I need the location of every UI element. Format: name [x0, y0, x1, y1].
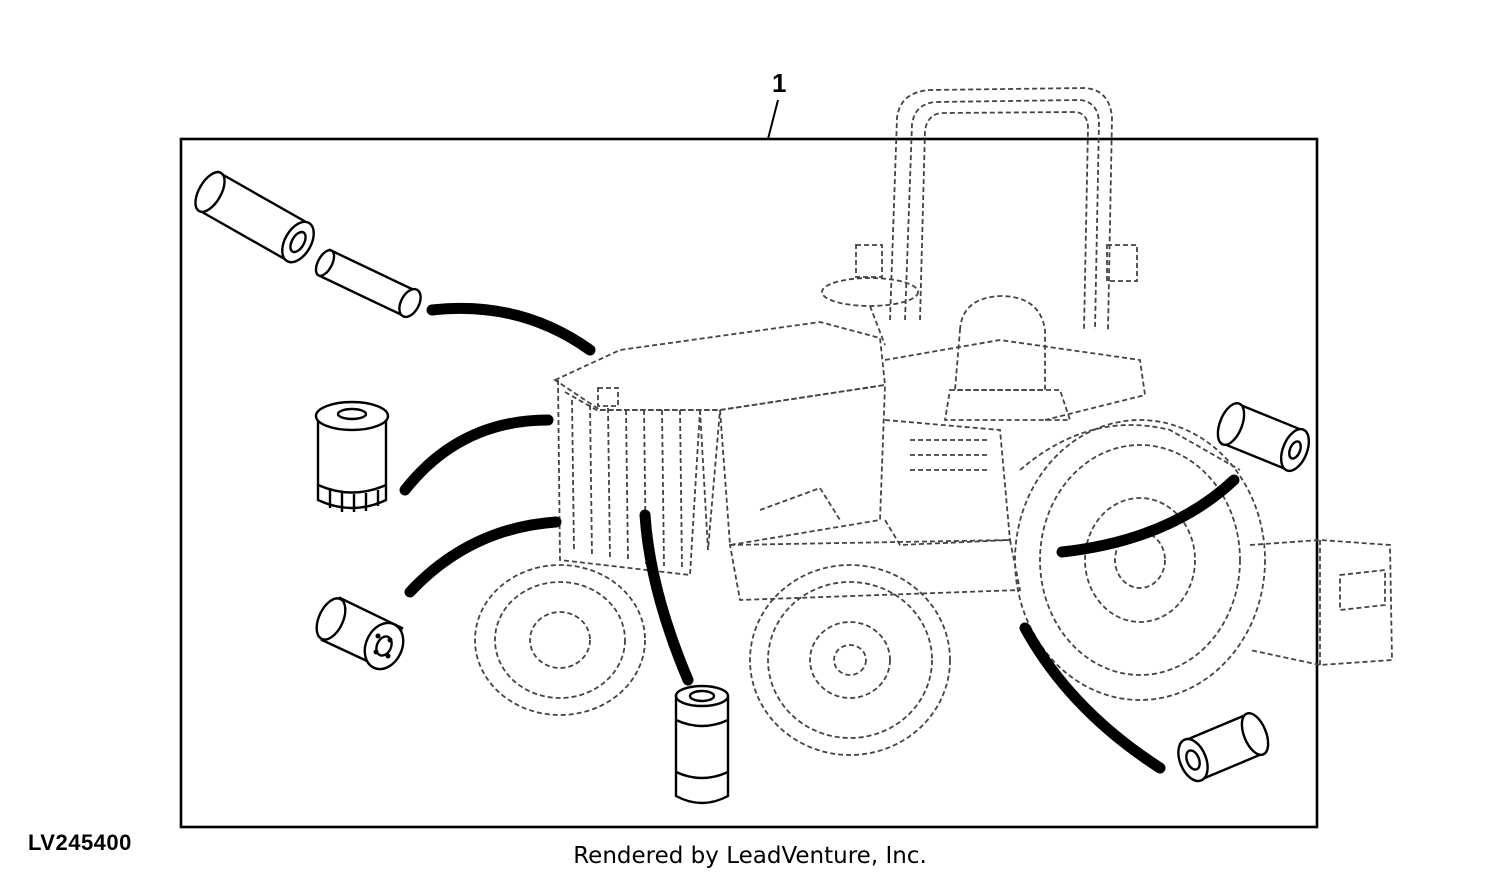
air-filter-inner-icon	[314, 248, 422, 319]
arrow-engine-oil-filter	[399, 414, 554, 496]
fuel-filter-right-lower-icon	[1177, 711, 1270, 783]
render-credit: Rendered by LeadVenture, Inc.	[573, 843, 927, 869]
arrow-hydraulic-oil-filter	[404, 516, 562, 598]
arrow-fuel-filter-bottom	[639, 509, 694, 686]
hydraulic-oil-filter-icon	[315, 596, 405, 671]
fuel-filter-right-upper-icon	[1216, 401, 1311, 473]
arrow-air-filter	[426, 302, 596, 356]
engine-oil-filter-icon	[314, 400, 390, 512]
callout-leader	[767, 99, 779, 140]
callout-number: 1	[772, 68, 787, 98]
arrow-fuel-filter-right-lower	[1019, 622, 1166, 774]
figure-id: LV245400	[28, 830, 132, 855]
arrow-fuel-filter-right-upper	[1056, 474, 1240, 558]
air-filter-outer-icon	[194, 170, 315, 264]
fuel-filter-bottom-icon	[674, 684, 730, 805]
diagram-frame	[179, 137, 1319, 829]
